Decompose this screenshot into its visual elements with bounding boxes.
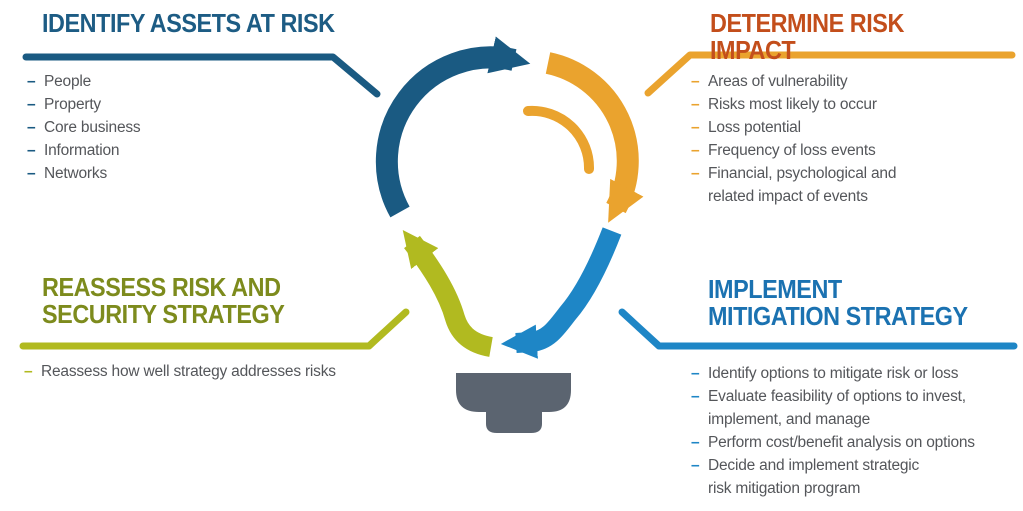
dash-bullet-icon: –	[691, 96, 700, 113]
determine-impact-list: –Areas of vulnerability –Risks most like…	[691, 70, 896, 208]
identify-arc-arrow	[375, 36, 531, 218]
identify-pointer-line	[22, 53, 381, 98]
determine-impact-title: DETERMINE RISK IMPACT	[710, 8, 904, 65]
list-item: –Decide and implement strategic risk mit…	[691, 454, 975, 500]
reassess-neck-arrow	[402, 229, 494, 357]
list-item: –Loss potential	[691, 116, 896, 139]
list-item: –Perform cost/benefit analysis on option…	[691, 431, 975, 454]
implement-mitigation-title: IMPLEMENT MITIGATION STRATEGY	[708, 274, 968, 331]
dash-bullet-icon: –	[27, 73, 36, 90]
dash-bullet-icon: –	[691, 365, 700, 382]
dash-bullet-icon: –	[24, 363, 33, 380]
implement-pointer-line	[618, 308, 1018, 350]
dash-bullet-icon: –	[691, 142, 700, 159]
section-reassess-strategy: REASSESS RISK AND SECURITY STRATEGY	[42, 274, 311, 328]
bulb-base-tab	[486, 412, 542, 433]
dash-bullet-icon: –	[691, 388, 700, 405]
list-item: –Evaluate feasibility of options to inve…	[691, 385, 975, 431]
dash-bullet-icon: –	[27, 96, 36, 113]
list-item: –Reassess how well strategy addresses ri…	[24, 360, 336, 383]
bulb-base	[456, 373, 571, 412]
dash-bullet-icon: –	[691, 457, 700, 474]
list-item: –Identify options to mitigate risk or lo…	[691, 362, 975, 385]
dash-bullet-icon: –	[27, 142, 36, 159]
reassess-pointer-line	[19, 308, 410, 350]
list-item: –Information	[27, 139, 140, 162]
reassess-strategy-list: –Reassess how well strategy addresses ri…	[24, 360, 336, 383]
list-item: –Property	[27, 93, 140, 116]
implement-mitigation-list: –Identify options to mitigate risk or lo…	[691, 362, 975, 500]
implement-neck-arrow	[500, 227, 622, 359]
identify-assets-list: –People –Property –Core business –Inform…	[27, 70, 141, 185]
lightbulb-cycle-icon	[375, 36, 644, 433]
list-item: –Financial, psychological and related im…	[691, 162, 896, 208]
section-determine-impact: DETERMINE RISK IMPACT	[710, 10, 1023, 64]
list-item: –Risks most likely to occur	[691, 93, 896, 116]
list-item: –Networks	[27, 162, 140, 185]
dash-bullet-icon: –	[691, 434, 700, 451]
dash-bullet-icon: –	[27, 165, 36, 182]
dash-bullet-icon: –	[691, 73, 700, 90]
determine-pointer-line	[644, 51, 1016, 97]
list-item: –Core business	[27, 116, 141, 139]
dash-bullet-icon: –	[691, 165, 700, 182]
dash-bullet-icon: –	[691, 119, 700, 136]
identify-assets-title: IDENTIFY ASSETS AT RISK	[42, 8, 335, 38]
reassess-strategy-title: REASSESS RISK AND SECURITY STRATEGY	[42, 272, 285, 329]
bulb-shine-arc	[523, 105, 595, 174]
list-item: –Frequency of loss events	[691, 139, 896, 162]
section-implement-mitigation: IMPLEMENT MITIGATION STRATEGY	[708, 276, 997, 330]
section-identify-assets: IDENTIFY ASSETS AT RISK	[42, 10, 367, 37]
list-item: –People	[27, 70, 140, 93]
dash-bullet-icon: –	[27, 119, 36, 136]
list-item: –Areas of vulnerability	[691, 70, 896, 93]
determine-arc-arrow	[545, 52, 644, 223]
